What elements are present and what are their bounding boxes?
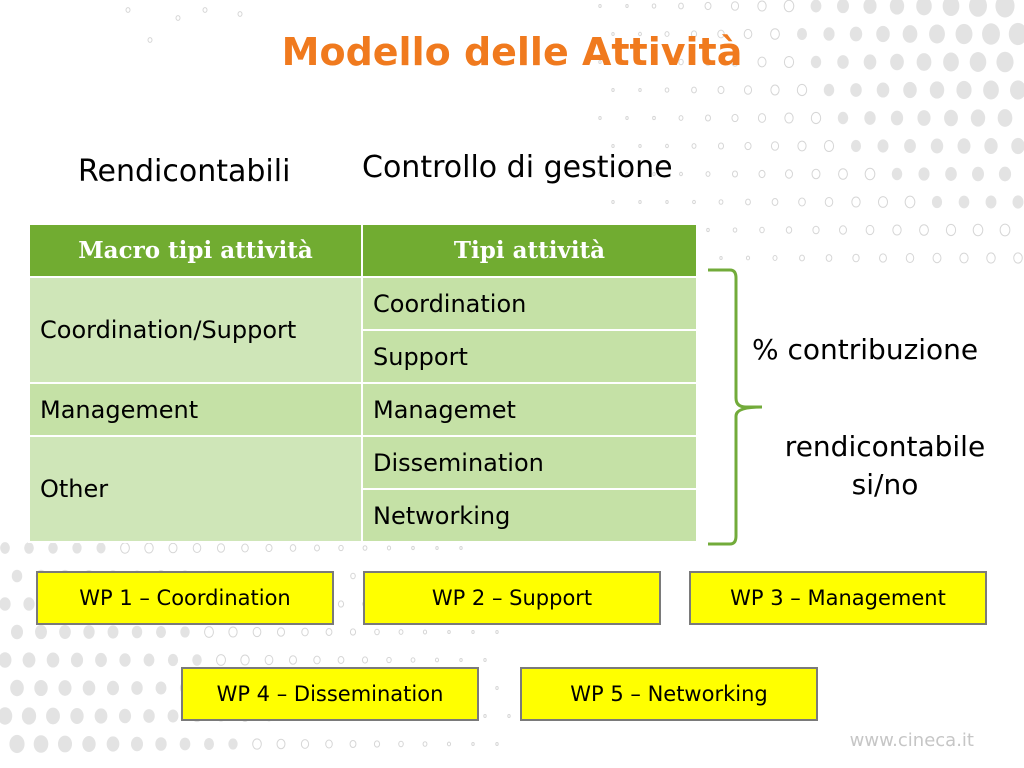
type-cell: Support xyxy=(361,329,698,384)
controllo-gestione-label: Controllo di gestione xyxy=(362,150,673,185)
macro-cell: Coordination/Support xyxy=(28,276,363,384)
type-cell: Managemet xyxy=(361,382,698,437)
activity-table: Macro tipi attività Tipi attività Coordi… xyxy=(28,223,698,543)
type-cell: Coordination xyxy=(361,276,698,331)
macro-cell: Management xyxy=(28,382,363,437)
table-row: Other Dissemination xyxy=(28,435,698,543)
table-row: Support xyxy=(29,329,698,384)
header-types: Tipi attività xyxy=(361,223,698,278)
wp-box-support: WP 2 – Support xyxy=(363,571,661,625)
type-cell: Dissemination xyxy=(361,435,698,490)
table-row: Coordination/Support Coordination xyxy=(28,276,698,384)
wp-box-coordination: WP 1 – Coordination xyxy=(36,571,334,625)
wp-box-networking: WP 5 – Networking xyxy=(520,667,818,721)
rendicontabili-label: Rendicontabili xyxy=(78,154,291,189)
header-macro-types: Macro tipi attività xyxy=(28,223,363,278)
footer-url: www.cineca.it xyxy=(849,730,974,751)
table-row: Networking xyxy=(29,488,698,543)
type-cell: Networking xyxy=(361,488,698,543)
rendicontabile-label: rendicontabile si/no xyxy=(784,430,986,501)
wp-box-dissemination: WP 4 – Dissemination xyxy=(181,667,479,721)
contribution-label: % contribuzione xyxy=(752,333,979,366)
page-title: Modello delle Attività xyxy=(281,30,743,74)
table-header-row: Macro tipi attività Tipi attività xyxy=(28,223,698,278)
curly-brace-icon xyxy=(708,268,763,546)
table-row: Management Managemet xyxy=(28,382,698,437)
wp-box-management: WP 3 – Management xyxy=(689,571,987,625)
macro-cell: Other xyxy=(28,435,363,543)
